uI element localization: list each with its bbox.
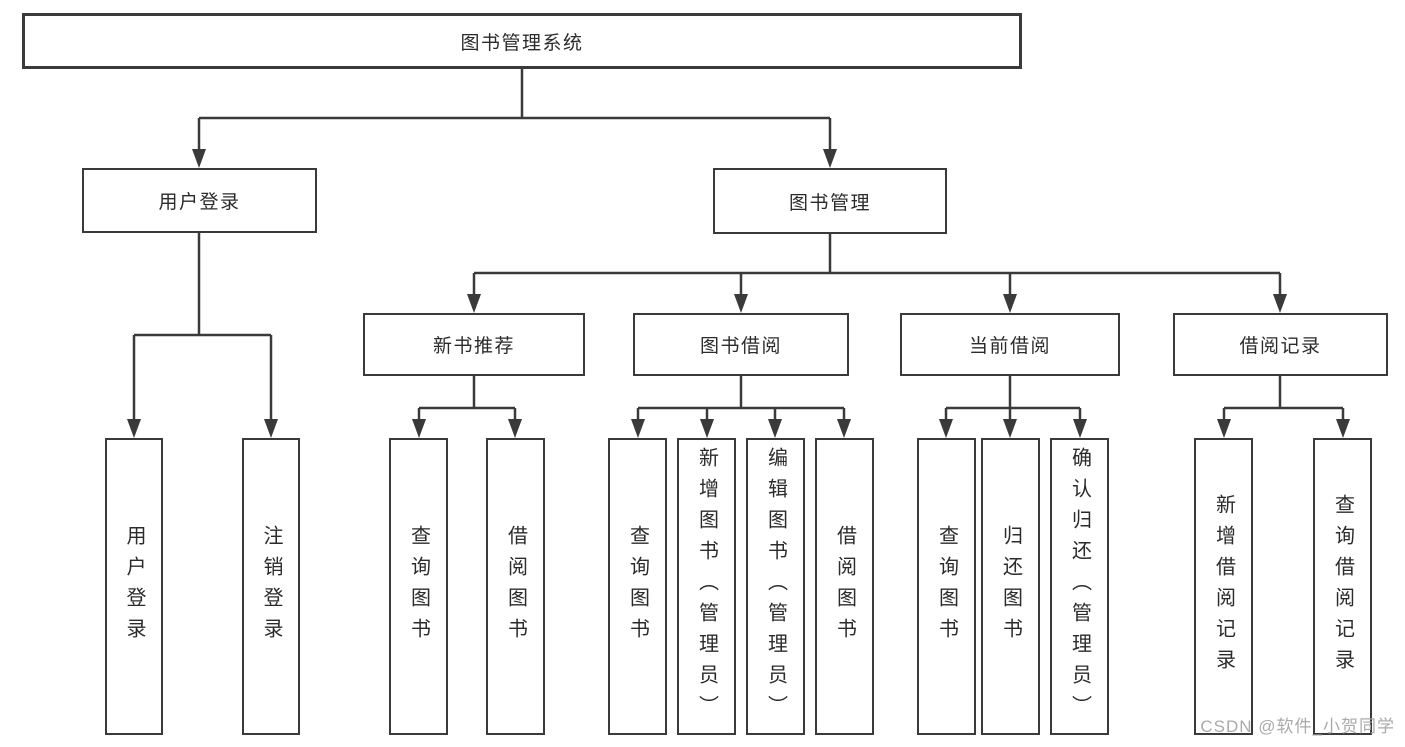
node-current-return-books: 归还图书 <box>981 438 1040 735</box>
node-book-borrowing: 图书借阅 <box>633 313 849 376</box>
node-root-system: 图书管理系统 <box>22 13 1022 69</box>
node-login: 用户登录 <box>105 438 163 735</box>
node-borrowing-records: 借阅记录 <box>1173 313 1388 376</box>
node-new-book-recommend: 新书推荐 <box>363 313 585 376</box>
node-logout: 注销登录 <box>242 438 300 735</box>
node-records-add-record: 新增借阅记录 <box>1194 438 1253 735</box>
node-book-management-module: 图书管理 <box>713 168 947 234</box>
csdn-watermark: CSDN @软件_小贺同学 <box>1200 717 1395 736</box>
node-borrow-add-books-admin: 新增图书（管理员） <box>677 438 736 735</box>
node-user-login-module: 用户登录 <box>82 168 317 233</box>
node-current-query-books: 查询图书 <box>917 438 976 735</box>
node-borrow-edit-books-admin: 编辑图书（管理员） <box>746 438 805 735</box>
node-borrow-query-books: 查询图书 <box>608 438 667 735</box>
node-recommend-query-books: 查询图书 <box>389 438 448 735</box>
node-current-borrowing: 当前借阅 <box>900 313 1120 376</box>
node-borrow-borrow-books: 借阅图书 <box>815 438 874 735</box>
node-recommend-borrow-books: 借阅图书 <box>486 438 545 735</box>
node-records-query-record: 查询借阅记录 <box>1313 438 1372 735</box>
node-current-confirm-return-admin: 确认归还（管理员） <box>1050 438 1109 735</box>
